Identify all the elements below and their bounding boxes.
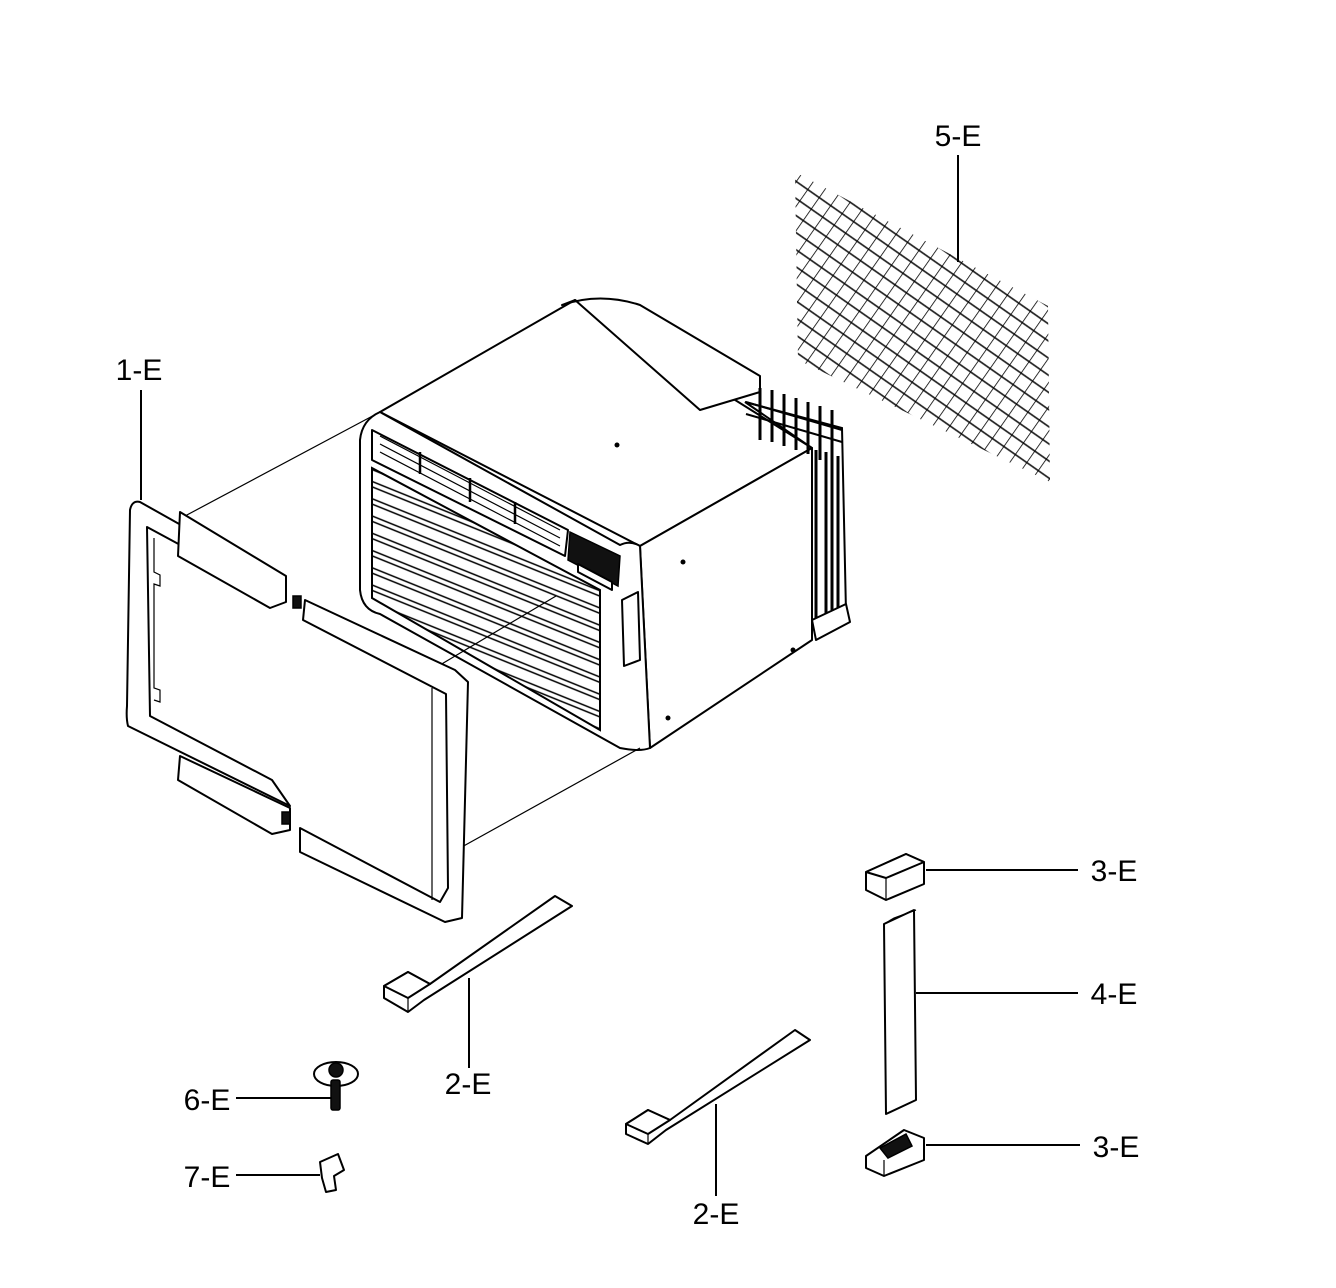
screw-label: 6-E [184, 1084, 231, 1117]
rear-condenser-coil [744, 388, 851, 641]
rail-lower-label: 2-E [693, 1198, 740, 1231]
side-curtain-panel [883, 909, 1078, 1115]
clip-label: 7-E [184, 1161, 231, 1194]
mounting-screw-part [236, 1061, 359, 1111]
curtain-label: 4-E [1091, 978, 1138, 1011]
cap-bottom-label: 3-E [1093, 1131, 1140, 1164]
side-rail-part-upper [383, 895, 573, 1068]
retaining-clip-part [236, 1153, 345, 1193]
cap-top-label: 3-E [1091, 855, 1138, 888]
air-conditioner-unit [359, 297, 851, 751]
curtain-end-cap-top [865, 853, 1078, 901]
curtain-end-cap-bottom [865, 1129, 1080, 1177]
frame-label: 1-E [116, 354, 163, 387]
rail-upper-label: 2-E [445, 1068, 492, 1101]
front-frame-part [125, 500, 469, 923]
mesh-screen-part [795, 172, 1050, 482]
mesh-label: 5-E [935, 120, 982, 153]
projection-lines [184, 411, 641, 849]
side-rail-part-lower [625, 1029, 811, 1196]
